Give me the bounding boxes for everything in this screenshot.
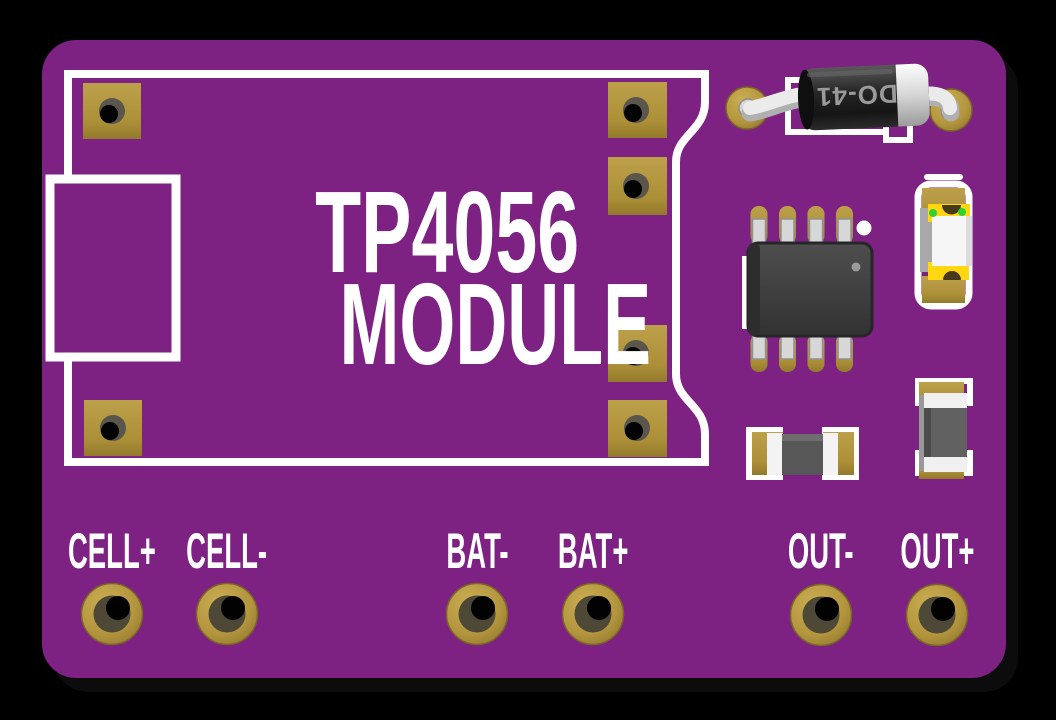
- terminal-pad-batminus: [445, 582, 509, 646]
- charger-ic: [746, 206, 874, 372]
- smd-side: [919, 395, 928, 471]
- ic-body: [746, 241, 874, 338]
- led-side: [920, 208, 935, 272]
- terminal-label-batplus: BAT+: [557, 523, 629, 579]
- led-green-dot: [958, 208, 966, 216]
- module-title: TP4056 MODULE: [244, 174, 652, 382]
- diode-highlight: [806, 68, 893, 78]
- smd-body-highlight: [782, 434, 823, 441]
- diode-marking-text: DO-41: [816, 79, 899, 113]
- diode-lead-left: [743, 87, 809, 115]
- led-pad: [922, 276, 965, 303]
- terminal-pads: [80, 582, 969, 647]
- diode: DO-41: [725, 63, 973, 132]
- title-line-2: MODULE: [244, 266, 652, 382]
- resistor1-bracket-left: [746, 427, 783, 480]
- diode-cathode-band: [895, 63, 930, 127]
- terminal-pad-outplus: [905, 583, 969, 647]
- smd-resistor-horizontal: [752, 432, 854, 475]
- led-notch-bottom: [943, 271, 961, 280]
- diode-body-group: DO-41: [797, 63, 930, 131]
- terminal-pad-cellplus: [80, 582, 144, 646]
- ic-pin1-dot: [856, 220, 872, 236]
- terminal-label-outplus: OUT+: [899, 523, 975, 579]
- resistor1-bracket-right: [822, 427, 859, 480]
- resistor2-bracket-top: [915, 378, 973, 406]
- terminal-label-cellminus: CELL-: [186, 523, 268, 579]
- terminal-pad-outminus: [789, 583, 853, 647]
- title-line-1: TP4056: [244, 174, 579, 290]
- led-green-dot: [929, 209, 937, 217]
- led-lens: [932, 216, 972, 266]
- terminal-label-batminus: BAT-: [445, 523, 509, 579]
- title-text-tp4056: TP4056: [315, 167, 580, 297]
- terminal-pad-batplus: [561, 582, 625, 646]
- terminal-label-cellplus: CELL+: [68, 523, 156, 579]
- smd-cap: [767, 433, 783, 475]
- terminal-label-outminus: OUT-: [788, 523, 854, 579]
- led-notch-top: [942, 205, 961, 215]
- smd-cap: [924, 393, 967, 409]
- silkscreen-module-outline: [64, 70, 709, 466]
- smd-body-shade: [924, 408, 931, 457]
- square-pads: [83, 82, 667, 457]
- led-lens-edge: [966, 216, 972, 266]
- ic-body-edge: [748, 243, 760, 336]
- status-led: [920, 188, 972, 303]
- usb-connector-outline: [45, 174, 181, 362]
- diode-endcap: [797, 69, 815, 130]
- smd-cap: [822, 433, 838, 475]
- terminal-pad-cellminus: [195, 582, 259, 646]
- square-pad-holes: [99, 97, 650, 441]
- smd-cap: [924, 456, 967, 472]
- smd-resistor-vertical: [919, 382, 967, 479]
- smd-body: [924, 408, 967, 457]
- ic-body-dot: [851, 262, 861, 272]
- title-text-module: MODULE: [339, 259, 652, 389]
